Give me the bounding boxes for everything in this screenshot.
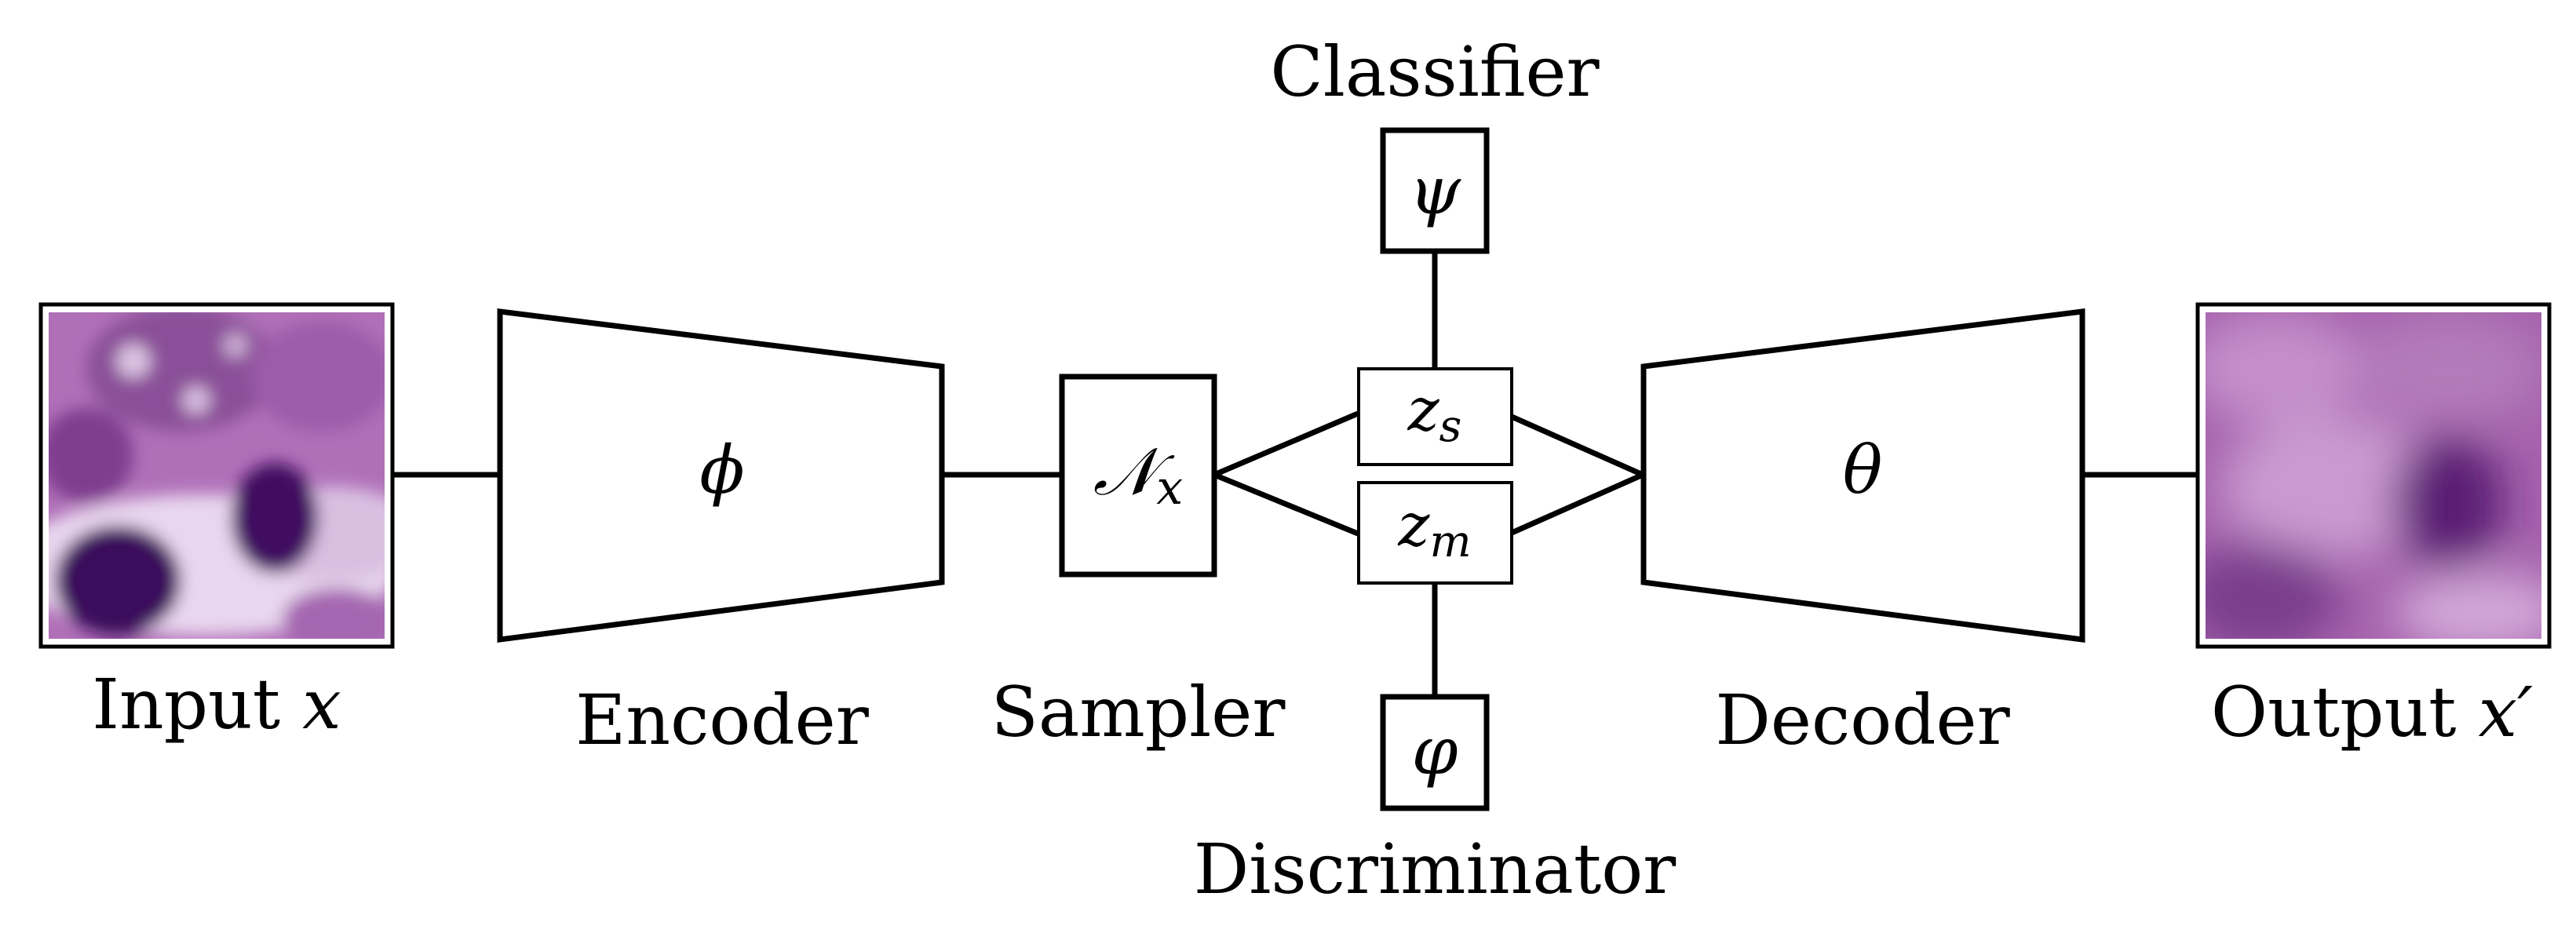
classifier-box bbox=[1380, 127, 1490, 254]
output-image bbox=[2195, 302, 2552, 649]
decoder-symbol: θ bbox=[1843, 432, 1883, 508]
zs-box bbox=[1357, 367, 1513, 466]
discriminator-label: Discriminator bbox=[1194, 829, 1677, 909]
discriminator-box bbox=[1380, 694, 1490, 811]
encoder-block bbox=[497, 308, 945, 643]
input-label: Input x bbox=[92, 664, 341, 745]
sampler-label: Sampler bbox=[991, 672, 1286, 753]
discriminator-symbol: φ bbox=[1412, 713, 1458, 789]
encoder-label: Encoder bbox=[575, 680, 870, 760]
encoder-symbol: ϕ bbox=[699, 432, 744, 508]
zm-box bbox=[1357, 481, 1513, 585]
arrow-zs-decoder bbox=[1510, 414, 1644, 478]
decoder-block bbox=[1640, 308, 2085, 643]
zm-symbol: zm bbox=[1397, 490, 1471, 567]
classifier-symbol: ψ bbox=[1409, 152, 1461, 229]
zs-symbol: zs bbox=[1407, 374, 1462, 452]
sampler-box bbox=[1059, 374, 1217, 578]
decoder-label: Decoder bbox=[1715, 680, 2010, 760]
input-image bbox=[38, 302, 395, 649]
arrow-sampler-zs bbox=[1213, 410, 1359, 478]
output-label: Output x′ bbox=[2211, 672, 2533, 753]
classifier-label: Classifier bbox=[1270, 31, 1600, 112]
arrow-sampler-zm bbox=[1213, 472, 1359, 537]
arrow-zm-decoder bbox=[1510, 472, 1644, 536]
